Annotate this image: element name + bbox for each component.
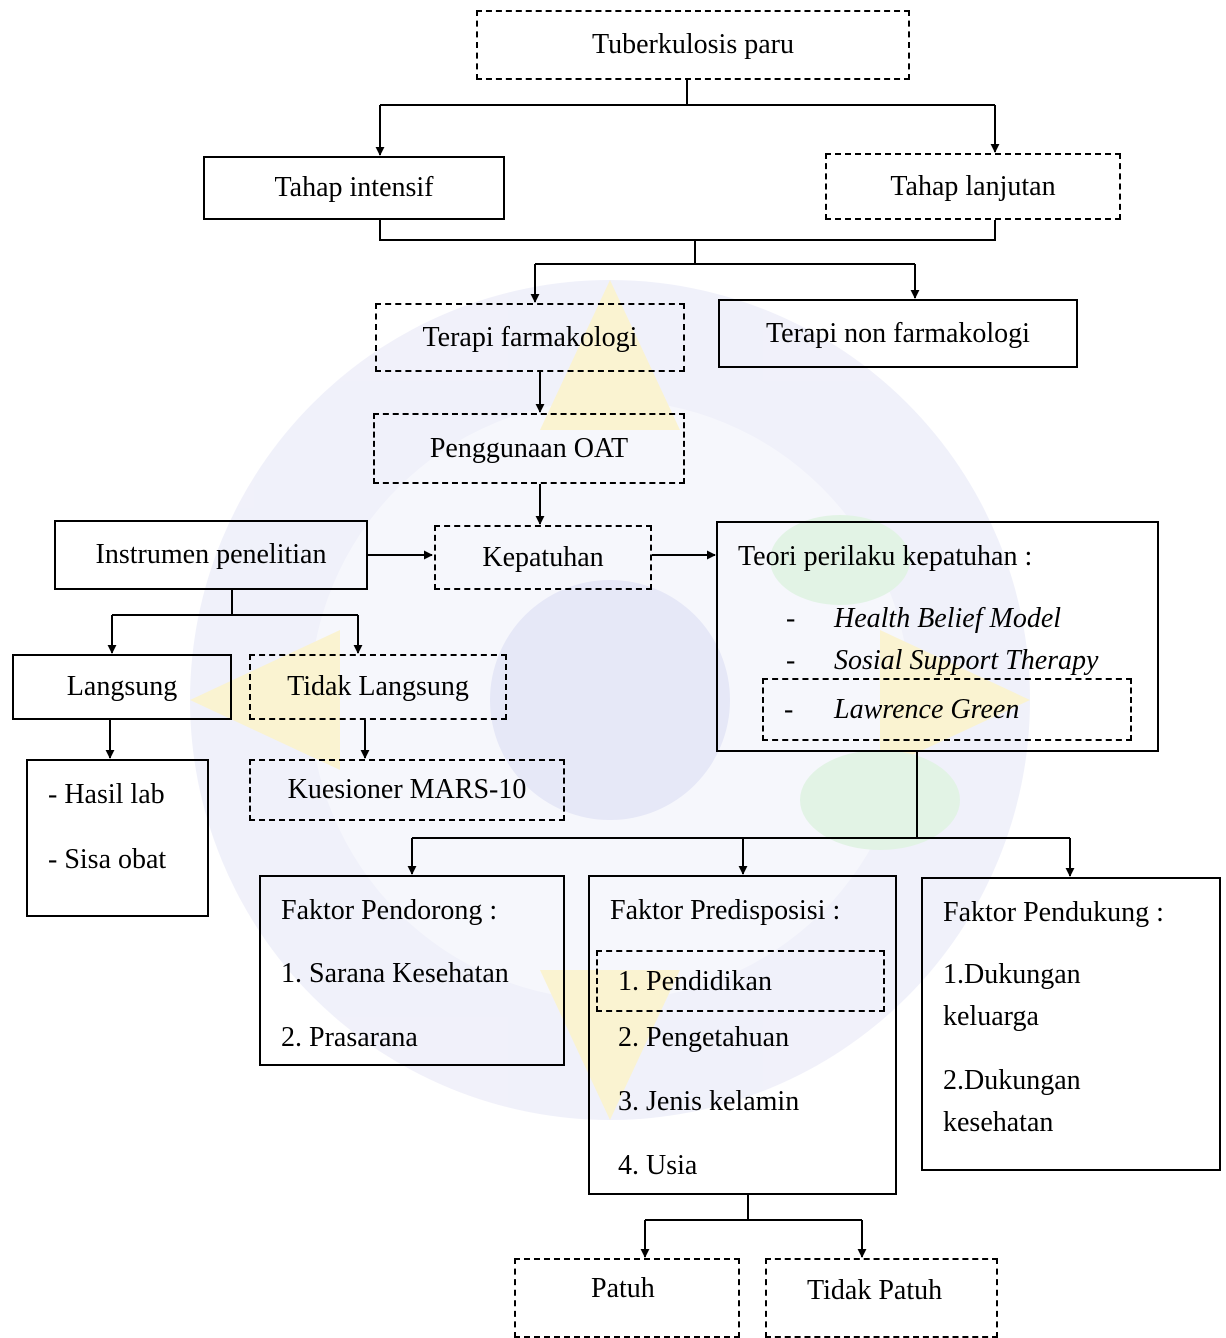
factor-item: 1.Dukungan <box>943 959 1081 990</box>
node-hasil-lab-sisa-obat: - Hasil lab - Sisa obat <box>26 759 209 917</box>
factor-item: keluarga <box>943 1001 1039 1032</box>
factor-title: Faktor Predisposisi : <box>610 895 841 926</box>
node-tahap-lanjutan: Tahap lanjutan <box>825 153 1121 220</box>
node-label: Kuesioner MARS-10 <box>287 774 527 805</box>
factor-item: 1. Sarana Kesehatan <box>281 958 509 989</box>
node-kepatuhan: Kepatuhan <box>434 525 652 590</box>
factor-item: kesehatan <box>943 1107 1054 1138</box>
node-kuesioner-mars-10: Kuesioner MARS-10 <box>249 759 565 821</box>
node-terapi-farmakologi: Terapi farmakologi <box>375 303 685 372</box>
node-faktor-pendukung: Faktor Pendukung : 1.Dukungan keluarga 2… <box>921 877 1221 1171</box>
node-faktor-predisposisi: Faktor Predisposisi : 2. Pengetahuan 3. … <box>588 875 897 1195</box>
direct-item-sisa-obat: - Sisa obat <box>48 844 167 875</box>
node-instrumen-penelitian: Instrumen penelitian <box>54 520 368 590</box>
theory-item-sosial-support-therapy: Sosial Support Therapy <box>834 645 1099 676</box>
factor-title: Faktor Pendorong : <box>281 895 498 926</box>
node-label: Tahap lanjutan <box>890 170 1056 202</box>
factor-item: 4. Usia <box>618 1150 698 1181</box>
factor-item: 2.Dukungan <box>943 1065 1081 1096</box>
node-label: Kepatuhan <box>482 541 604 573</box>
node-tuberkulosis-paru: Tuberkulosis paru <box>476 10 910 80</box>
theory-dash: - <box>786 645 796 676</box>
factor-item: 2. Prasarana <box>281 1022 418 1053</box>
node-label: Tuberkulosis paru <box>592 29 794 60</box>
node-label: Tidak Patuh <box>807 1275 943 1306</box>
node-terapi-non-farmakologi: Terapi non farmakologi <box>718 299 1078 368</box>
node-penggunaan-oat: Penggunaan OAT <box>373 413 685 484</box>
theory-dash: - <box>784 694 794 725</box>
node-label: Terapi non farmakologi <box>766 317 1030 349</box>
factor-item: 2. Pengetahuan <box>618 1022 790 1053</box>
node-teori-perilaku-kepatuhan: Teori perilaku kepatuhan : - Health Beli… <box>716 521 1159 752</box>
factor-item: 1. Pendidikan <box>618 966 772 997</box>
node-label: Tidak Langsung <box>287 671 469 702</box>
node-label: Patuh <box>591 1273 655 1304</box>
node-label: Tahap intensif <box>274 172 434 203</box>
node-tidak-patuh: Tidak Patuh <box>765 1258 998 1338</box>
theory-item-lawrence-green-box: - Lawrence Green <box>762 678 1132 741</box>
node-label: Langsung <box>66 671 178 702</box>
node-tidak-langsung: Tidak Langsung <box>249 654 507 720</box>
node-label: Instrumen penelitian <box>95 539 327 570</box>
node-label: Penggunaan OAT <box>429 432 629 464</box>
node-patuh: Patuh <box>514 1258 740 1338</box>
theory-item-lawrence-green: Lawrence Green <box>834 694 1020 725</box>
factor-item: 3. Jenis kelamin <box>618 1086 800 1117</box>
theory-item-health-belief-model: Health Belief Model <box>834 603 1062 634</box>
node-faktor-pendorong: Faktor Pendorong : 1. Sarana Kesehatan 2… <box>259 875 565 1066</box>
node-tahap-intensif: Tahap intensif <box>203 156 505 220</box>
direct-item-hasil-lab: - Hasil lab <box>48 779 165 810</box>
node-langsung: Langsung <box>12 654 232 720</box>
factor-title: Faktor Pendukung : <box>943 897 1164 928</box>
theory-title: Teori perilaku kepatuhan : <box>738 541 1033 572</box>
theory-dash: - <box>786 603 796 634</box>
factor-item-pendidikan-box: 1. Pendidikan <box>596 950 885 1012</box>
node-label: Terapi farmakologi <box>422 321 638 353</box>
